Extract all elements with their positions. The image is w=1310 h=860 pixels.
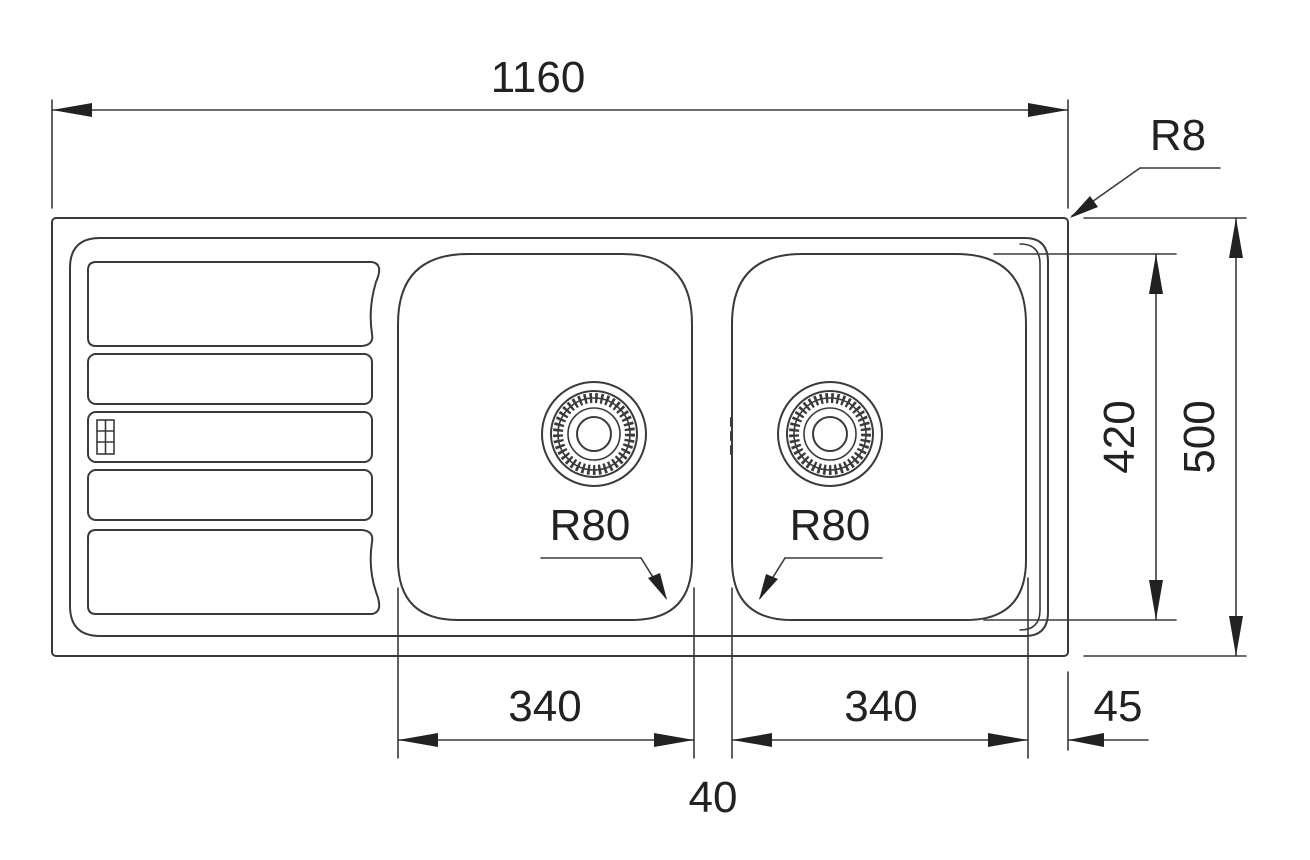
overflow-icon: [96, 419, 115, 455]
right-margin-label: 45: [1094, 682, 1143, 731]
left-bowl: [397, 253, 693, 621]
dim-left-bowl-radius: R80: [540, 501, 667, 600]
right-bowl-width-label: 340: [844, 682, 917, 731]
dim-right-bowl-radius: R80: [759, 501, 883, 600]
drainer-groove-3: [87, 411, 373, 463]
drainer-groove-5: [87, 529, 381, 615]
dim-overall-length: 1160: [51, 53, 1069, 209]
drainer-board: [87, 261, 381, 615]
drainer-groove-4: [87, 469, 373, 521]
left-drain-icon: [541, 381, 647, 487]
dim-right-bowl-width: 340: [731, 577, 1029, 759]
right-drain-icon: [777, 381, 883, 487]
drainer-groove-1: [87, 261, 381, 347]
left-bowl-radius-label: R80: [550, 501, 631, 550]
overall-depth-label: 500: [1175, 400, 1224, 473]
dim-overall-depth: 500: [1083, 217, 1247, 657]
sink-inner-rim-edge: [1019, 243, 1041, 631]
dim-bowl-gap: 40: [689, 773, 738, 822]
corner-radius-label: R8: [1150, 111, 1206, 160]
bowl-gap-label: 40: [689, 773, 738, 822]
drainer-groove-2: [87, 353, 373, 405]
overall-length-label: 1160: [491, 53, 586, 102]
sink-inner-rim: [69, 237, 1049, 637]
left-bowl-width-label: 340: [508, 682, 581, 731]
dim-corner-radius: R8: [1070, 111, 1221, 218]
dim-right-margin: 45: [1067, 671, 1149, 751]
right-bowl: [731, 253, 1027, 621]
bowl-depth-label: 420: [1095, 400, 1144, 473]
dim-left-bowl-width: 340: [397, 587, 695, 759]
dim-bowl-depth: 420: [983, 253, 1177, 621]
sink-outer-outline: [51, 217, 1069, 657]
right-bowl-radius-label: R80: [790, 501, 871, 550]
